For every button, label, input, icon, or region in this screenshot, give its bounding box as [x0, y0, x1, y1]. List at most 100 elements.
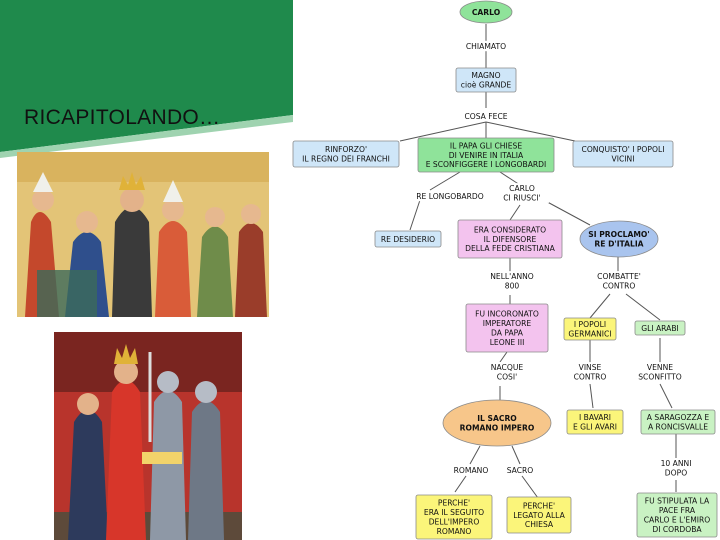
link-label-bg: [505, 464, 535, 476]
link-label-combatte: COMBATTE'CONTRO: [594, 271, 644, 291]
node-text-line: CONQUISTO' I POPOLI: [582, 145, 665, 154]
node-text-line: LEGATO ALLA: [513, 511, 565, 520]
link-text-line: SCONFITTO: [638, 373, 682, 382]
banner-shape: [0, 0, 293, 152]
link-text-line: CI RIUSCI': [503, 194, 540, 203]
node-shape: [292, 140, 400, 168]
node-text-line: E SCONFIGGERE I LONGOBARDI: [426, 160, 547, 169]
link-text-line: COSA FECE: [464, 112, 507, 121]
link-text-line: VENNE: [647, 363, 673, 372]
node-text-line: cioè GRANDE: [461, 81, 512, 90]
link-text-line: SACRO: [507, 466, 534, 475]
link-text-line: CONTRO: [574, 373, 607, 382]
concept-node-rinforzo: RINFORZO'IL REGNO DEI FRANCHI: [292, 140, 400, 168]
link-label-bg: [487, 271, 537, 291]
node-shape: [579, 220, 659, 258]
link-text-line: DOPO: [665, 469, 687, 478]
link-text-line: COSI': [497, 373, 517, 382]
concept-node-arabi: GLI ARABI: [634, 320, 686, 336]
link-label-bg: [454, 464, 488, 476]
link-text-line: NACQUE: [491, 363, 524, 372]
banner-edge: [0, 115, 293, 158]
node-text-line: IMPERATORE: [483, 319, 532, 328]
link-label-bg: [461, 110, 511, 122]
node-text-line: DI CORDOBA: [652, 525, 702, 534]
node-text-line: DELLA FEDE CRISTIANA: [465, 244, 556, 253]
link-label-bg: [415, 190, 485, 202]
concept-node-saragozza: A SARAGOZZA EA RONCISVALLE: [640, 409, 716, 435]
node-text-line: DI VENIRE IN ITALIA: [449, 151, 524, 160]
node-shape: [572, 140, 674, 168]
node-text-line: DA PAPA: [491, 329, 524, 338]
node-text-line: SI PROCLAMO': [588, 230, 649, 239]
node-shape: [415, 494, 493, 540]
node-text-line: RE D'ITALIA: [594, 240, 643, 249]
node-shape: [566, 409, 624, 435]
node-shape: [459, 0, 513, 24]
node-text-line: IL SACRO: [477, 414, 517, 423]
node-text-line: CHIESA: [525, 520, 554, 529]
node-text-line: PACE FRA: [659, 506, 696, 515]
link-text-line: VINSE: [579, 363, 602, 372]
link-label-romano_lbl: ROMANO: [454, 464, 489, 476]
node-shape: [374, 230, 442, 248]
node-shape: [465, 303, 549, 353]
link-text-line: RE LONGOBARDO: [416, 192, 483, 201]
link-label-bg: [594, 271, 644, 291]
slide-title: RICAPITOLANDO…: [24, 106, 221, 129]
node-shape: [417, 137, 555, 173]
node-text-line: E GLI AVARI: [573, 423, 617, 432]
node-text-line: CARLO E L'EMIRO: [644, 516, 711, 525]
node-text-line: ERA IL SEGUITO: [424, 508, 484, 517]
node-shape: [455, 67, 517, 93]
node-text-line: CARLO: [472, 8, 501, 17]
node-text-line: RE DESIDERIO: [381, 235, 435, 244]
node-text-line: ROMANO IMPERO: [460, 424, 535, 433]
link-text-line: 10 ANNI: [661, 459, 692, 468]
node-text-line: FU STIPULATA LA: [645, 497, 710, 506]
node-shape: [640, 409, 716, 435]
link-label-bg: [464, 40, 508, 52]
node-text-line: A SARAGOZZA E: [647, 413, 710, 422]
link-label-bg: [573, 362, 607, 382]
title-banner: [0, 0, 293, 158]
node-text-line: GLI ARABI: [641, 324, 679, 333]
link-label-sacro_lbl: SACRO: [505, 464, 535, 476]
medieval-knights-miniature: [54, 332, 242, 540]
connector-lines: [399, 24, 677, 499]
node-text-line: RINFORZO': [325, 145, 367, 154]
link-text-line: COMBATTE': [597, 272, 641, 281]
node-shape: [634, 320, 686, 336]
link-label-bg: [490, 362, 524, 382]
node-shape: [563, 317, 617, 341]
node-shape: [636, 492, 718, 538]
node-text-line: A RONCISVALLE: [648, 423, 708, 432]
concept-node-desiderio: RE DESIDERIO: [374, 230, 442, 248]
node-text-line: GERMANICI: [568, 330, 611, 339]
node-text-line: FU INCORONATO: [475, 310, 539, 319]
link-text-line: CONTRO: [603, 282, 636, 291]
link-text-line: ROMANO: [454, 466, 489, 475]
link-label-re_longobardo: RE LONGOBARDO: [415, 190, 485, 202]
node-text-line: IL REGNO DEI FRANCHI: [302, 155, 390, 164]
node-text-line: VICINI: [612, 155, 635, 164]
link-text-line: CARLO: [509, 184, 535, 193]
node-text-line: ERA CONSIDERATO: [474, 225, 546, 234]
node-text-line: ROMANO: [437, 527, 472, 536]
